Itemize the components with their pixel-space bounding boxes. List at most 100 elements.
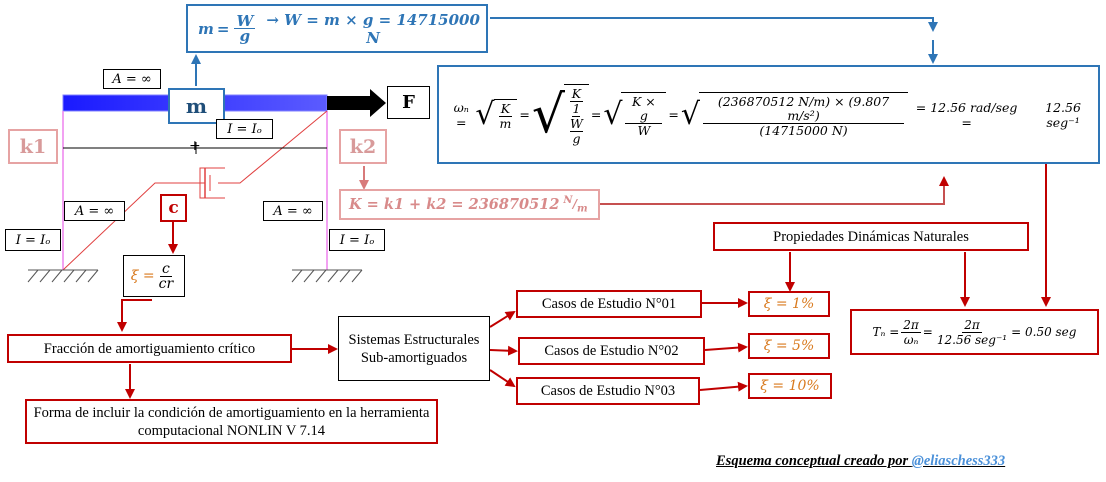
case-02-value-box: ξ = 5% bbox=[748, 333, 830, 359]
arrow-systems-case1 bbox=[489, 310, 516, 328]
case-03-box: Casos de Estudio N°03 bbox=[516, 377, 700, 405]
beam-area-label: A = ∞ bbox=[103, 69, 161, 89]
arrow-systems-case2 bbox=[489, 345, 518, 356]
force-label: F bbox=[402, 92, 415, 113]
systems-box-text: Sistemas Estructurales Sub-amortiguados bbox=[348, 331, 480, 366]
case-03-label: Casos de Estudio N°03 bbox=[540, 383, 676, 399]
mass-lhs: m bbox=[198, 19, 214, 38]
damping-ratio-box: ξ = c cr bbox=[123, 255, 185, 297]
omega-t1-den: m bbox=[499, 115, 512, 131]
left-column-area-text: A = ∞ bbox=[74, 203, 115, 219]
beam-inertia-label: I = Iₒ bbox=[216, 119, 273, 139]
mass-label: m bbox=[185, 94, 208, 118]
right-column-area-label: A = ∞ bbox=[263, 201, 323, 221]
mass-label-box: m bbox=[168, 88, 225, 124]
damper-brace-left bbox=[62, 182, 205, 271]
right-support bbox=[291, 269, 363, 283]
stiffness-formula-box: K = k1 + k2 = 236870512 N/m bbox=[339, 189, 600, 220]
damper-label: c bbox=[168, 198, 179, 218]
footer-credit: Esquema conceptual creado por @eliasches… bbox=[716, 453, 1005, 470]
omega-lhs: ωₙ = bbox=[453, 99, 469, 130]
force-arrow bbox=[327, 89, 386, 117]
left-column-inertia-label: I = Iₒ bbox=[5, 229, 61, 251]
systems-box: Sistemas Estructurales Sub-amortiguados bbox=[338, 316, 490, 381]
center-plus: + bbox=[189, 138, 201, 154]
footer-handle[interactable]: @eliaschess333 bbox=[911, 453, 1006, 469]
xi-num: c bbox=[160, 260, 172, 277]
case-02-label: Casos de Estudio N°02 bbox=[544, 343, 679, 359]
force-label-box: F bbox=[387, 86, 430, 119]
mass-frac-num: W bbox=[234, 12, 256, 30]
omega-result: = 12.56 rad/seg = bbox=[915, 99, 1018, 130]
mass-eq: = bbox=[216, 19, 230, 38]
period-lhs: Tₙ = bbox=[872, 325, 900, 339]
stiffness-unit-num: N bbox=[563, 194, 573, 206]
period-f1-num: 2π bbox=[901, 317, 921, 333]
form-box: Forma de incluir la condición de amortig… bbox=[25, 399, 438, 444]
xi-lhs: ξ = bbox=[130, 268, 155, 284]
stiffness-unit: N/m bbox=[563, 194, 588, 215]
arrow-case3-value bbox=[699, 381, 748, 392]
k1-label-box: k1 bbox=[8, 129, 58, 164]
omega-sqrt-2: √ K 1 W g bbox=[532, 83, 589, 146]
period-result: = 0.50 seg bbox=[1011, 325, 1077, 339]
damper-brace-right bbox=[218, 110, 328, 184]
right-column-area-text: A = ∞ bbox=[273, 203, 313, 219]
k2-label-box: k2 bbox=[339, 129, 387, 164]
mass-fraction: W g bbox=[234, 12, 256, 45]
case-01-value: ξ = 1% bbox=[763, 296, 815, 312]
omega-t2-g: g bbox=[572, 130, 581, 146]
properties-title: Propiedades Dinámicas Naturales bbox=[773, 228, 969, 245]
arrow-W-to-omega bbox=[490, 17, 938, 32]
period-f2-num: 2π bbox=[962, 317, 982, 333]
period-f2-den: 12.56 seg⁻¹ bbox=[936, 332, 1008, 347]
damper-cylinder bbox=[199, 167, 225, 199]
left-column-area-label: A = ∞ bbox=[64, 201, 125, 221]
k1-label: k1 bbox=[19, 135, 47, 158]
left-support bbox=[27, 269, 99, 283]
damper-label-box: c bbox=[160, 194, 187, 222]
case-01-label: Casos de Estudio N°01 bbox=[541, 296, 677, 312]
case-01-box: Casos de Estudio N°01 bbox=[516, 290, 702, 318]
arrow-case2-value bbox=[704, 342, 748, 353]
k2-label: k2 bbox=[349, 135, 377, 158]
omega-t4-num: (236870512 N/m) × (9.807 m/s²) bbox=[702, 94, 905, 124]
omega-t1-num: K bbox=[498, 100, 513, 117]
period-f1-den: ωₙ bbox=[903, 332, 919, 347]
right-column-inertia-text: I = Iₒ bbox=[339, 232, 375, 248]
xi-den: cr bbox=[158, 275, 174, 292]
footer-text: Esquema conceptual creado por bbox=[716, 453, 912, 469]
case-03-value-box: ξ = 10% bbox=[748, 373, 832, 399]
case-01-value-box: ξ = 1% bbox=[748, 291, 830, 317]
mass-formula-box: m = W g → W = m × g = 14715000 N bbox=[186, 4, 488, 53]
omega-t3-num: K × g bbox=[625, 94, 663, 124]
arrow-K-to-omega bbox=[600, 176, 949, 205]
omega-t3-den: W bbox=[637, 122, 651, 138]
stiffness-unit-den: m bbox=[576, 203, 588, 215]
arrow-xi-to-fraction bbox=[117, 299, 152, 332]
stiffness-lhs: K = k1 + k2 = 236870512 bbox=[349, 196, 560, 213]
case-02-value: ξ = 5% bbox=[763, 338, 815, 354]
left-column-inertia-text: I = Iₒ bbox=[15, 232, 51, 248]
arrow-systems-case3 bbox=[489, 369, 516, 388]
properties-title-box: Propiedades Dinámicas Naturales bbox=[713, 222, 1029, 251]
omega-t2-den-num: 1 bbox=[572, 100, 581, 117]
fraction-box: Fracción de amortiguamiento crítico bbox=[7, 334, 292, 363]
form-box-text: Forma de incluir la condición de amortig… bbox=[33, 404, 430, 439]
right-column-inertia-label: I = Iₒ bbox=[329, 229, 385, 251]
mass-rhs: → W = m × g = 14715000 N bbox=[266, 10, 480, 47]
mass-frac-den: g bbox=[239, 27, 251, 45]
beam-area-text: A = ∞ bbox=[112, 71, 152, 87]
omega-sqrt-4: √ (236870512 N/m) × (9.807 m/s²)(1471500… bbox=[681, 91, 909, 138]
xi-fraction: c cr bbox=[157, 262, 176, 291]
omega-t4-den: (14715000 N) bbox=[759, 122, 848, 138]
case-02-box: Casos de Estudio N°02 bbox=[518, 337, 705, 365]
beam-inertia-text: I = Iₒ bbox=[227, 121, 262, 137]
omega-t2-num: K bbox=[569, 85, 584, 102]
omega-circled-value: 12.56 seg⁻¹ bbox=[1045, 99, 1081, 130]
omega-t2-W: W bbox=[570, 115, 583, 132]
